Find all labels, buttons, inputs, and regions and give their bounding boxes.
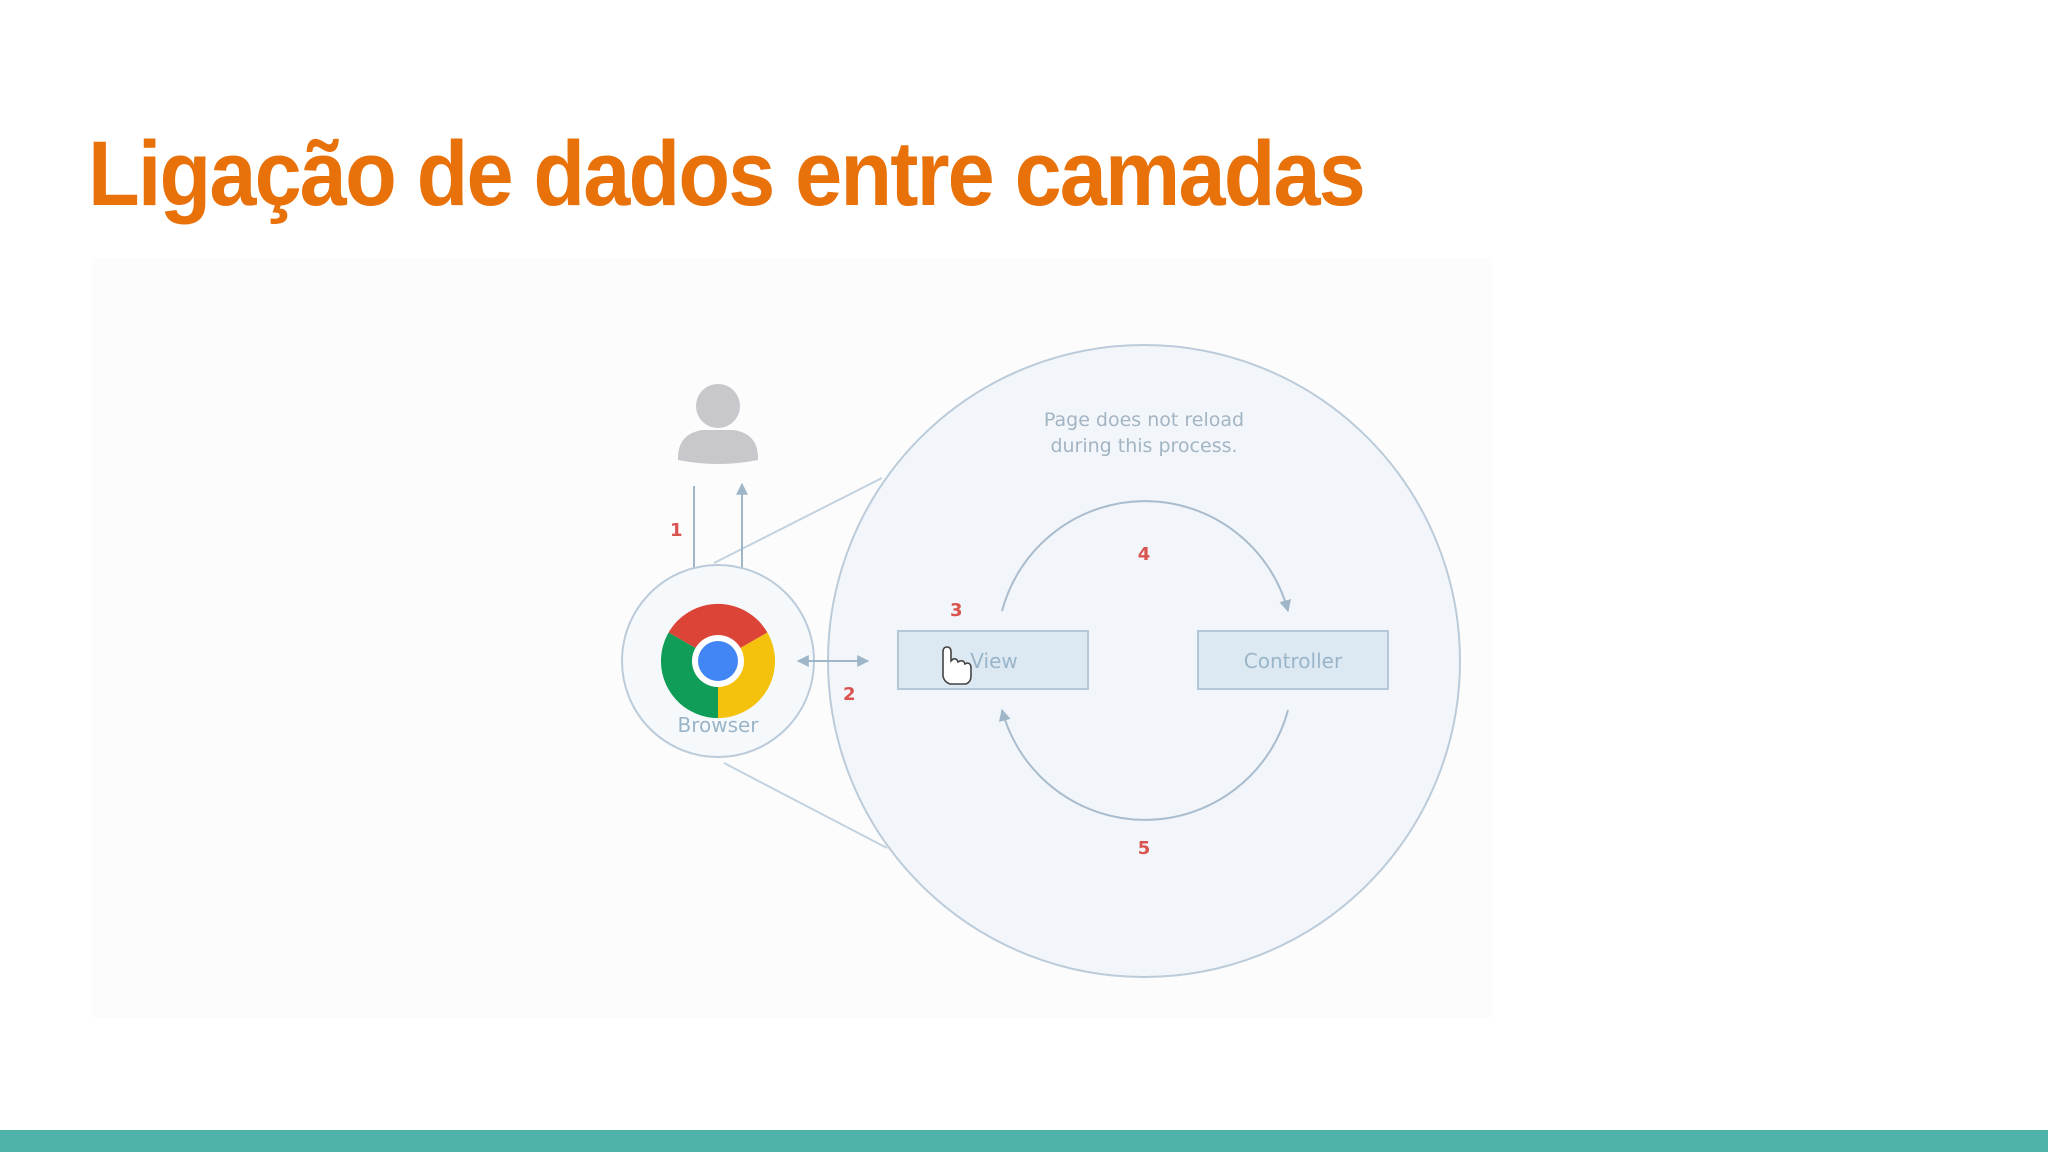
slide-title: Ligação de dados entre camadas bbox=[88, 123, 1366, 225]
chrome-icon bbox=[660, 603, 776, 718]
browser-label: Browser bbox=[677, 713, 759, 737]
step-label-5: 5 bbox=[1138, 838, 1151, 859]
step-label-2: 2 bbox=[843, 684, 856, 705]
diagram: Page does not reload during this process… bbox=[92, 258, 1492, 1018]
view-box bbox=[897, 630, 1089, 690]
controller-box bbox=[1197, 630, 1389, 690]
arc-view-to-controller bbox=[1001, 500, 1291, 613]
arc-controller-to-view bbox=[999, 708, 1289, 821]
view-label: View bbox=[970, 649, 1017, 673]
controller-label: Controller bbox=[1244, 649, 1343, 673]
caption-line-2: during this process. bbox=[1050, 435, 1237, 457]
user-icon bbox=[678, 384, 758, 464]
step-label-1: 1 bbox=[670, 520, 683, 541]
hand-pointer-icon bbox=[942, 646, 972, 685]
zoom-connector-bottom bbox=[723, 762, 888, 849]
caption-line-1: Page does not reload bbox=[1044, 409, 1244, 431]
bottom-accent-bar bbox=[0, 1130, 2048, 1152]
step-label-4: 4 bbox=[1138, 544, 1151, 565]
step-label-3: 3 bbox=[950, 600, 963, 621]
diagram-canvas: Page does not reload during this process… bbox=[621, 344, 1461, 978]
